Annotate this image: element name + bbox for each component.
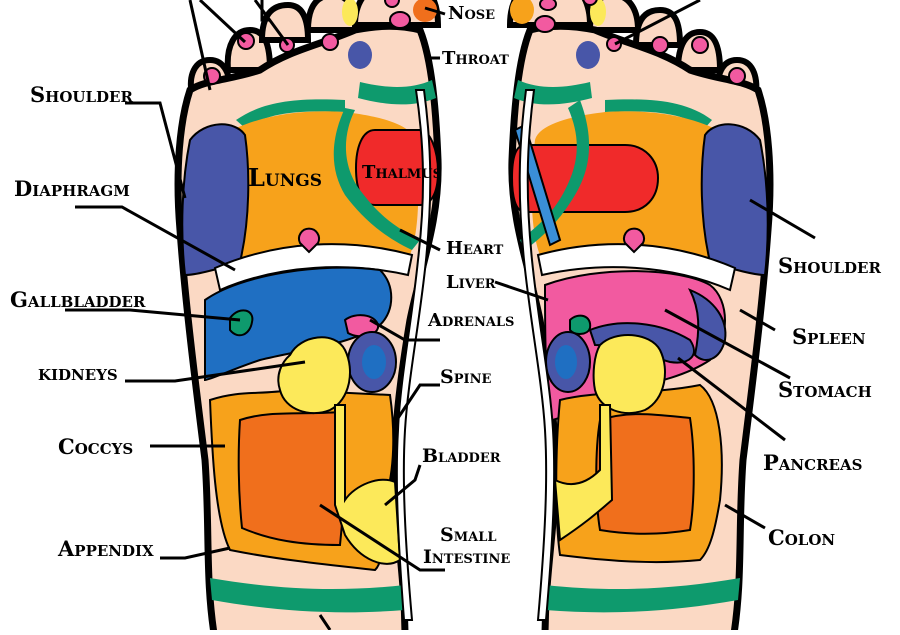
right-toe-yellow: [590, 0, 606, 26]
left-nose-orange: [413, 0, 437, 22]
label-liver: Liver: [446, 272, 496, 293]
label-pancreas: Pancreas: [763, 450, 863, 475]
right-thalmus-zone: [510, 144, 660, 213]
label-stomach: Stomach: [778, 377, 872, 402]
label-adrenals: Adrenals: [428, 310, 515, 331]
leader-small-intestine: [319, 503, 445, 572]
leader-appendix: [160, 546, 231, 560]
left-shoulder-green-arc: [236, 99, 345, 128]
leader-right-toe: [614, 0, 701, 46]
label-heart: Heart: [446, 238, 504, 259]
left-toe-dot-2: [237, 32, 255, 50]
left-foot: [174, 0, 442, 635]
left-throat-blue: [348, 41, 372, 69]
leader-heel: [318, 614, 332, 631]
leader-nose: [424, 6, 446, 16]
right-kidney-inner: [555, 345, 577, 379]
right-adrenal-zone: [569, 314, 592, 335]
right-ureter: [553, 404, 614, 542]
leader-spine: [396, 383, 440, 419]
right-toe-dot-5: [582, 0, 598, 6]
leader-stomach: [664, 308, 791, 380]
right-toe-dot-1: [606, 36, 622, 52]
right-heel-band: [545, 578, 740, 613]
left-toe-yellow: [342, 0, 358, 26]
right-kidney-yellow: [592, 333, 666, 415]
right-third-toe: [632, 6, 684, 48]
right-shoulder-zone: [700, 123, 769, 277]
right-spine-strip: [518, 89, 556, 621]
label-thalmus: Thalmus: [362, 162, 443, 183]
left-heel-band: [210, 578, 405, 613]
label-appendix: Appendix: [58, 536, 154, 561]
label-coccys: Coccys: [58, 434, 134, 459]
label-diaphragm: Diaphragm: [14, 176, 130, 201]
leader-toe-4: [260, 0, 270, 22]
label-lungs: Lungs: [248, 163, 323, 192]
left-diaphragm-pink: [298, 227, 320, 254]
label-small-intestine-line-2: Intestine: [423, 546, 511, 568]
leader-colon: [724, 503, 766, 530]
leader-adrenals: [369, 318, 440, 342]
left-shoulder-zone: [181, 123, 250, 277]
leader-lines: [65, 0, 816, 631]
right-nose-dot: [534, 15, 556, 33]
leader-liver: [494, 280, 549, 302]
label-small-intestine-line-1: Small: [440, 524, 497, 546]
right-diaphragm-pink: [623, 227, 645, 254]
left-nose-dot: [389, 11, 411, 29]
right-toe-dot-4: [728, 67, 746, 85]
label-shoulder-right: Shoulder: [778, 253, 881, 278]
right-diaphragm-band: [536, 243, 737, 292]
label-gallbladder: Gallbladder: [10, 287, 146, 312]
right-throat-blue: [576, 41, 600, 69]
leader-pancreas: [677, 356, 786, 442]
right-shoulder-green-arc: [605, 99, 712, 128]
label-shoulder-left: Shoulder: [30, 82, 133, 107]
label-kidneys: kidneys: [38, 360, 118, 385]
label-throat: Throat: [442, 48, 509, 69]
leader-toe-2: [198, 0, 247, 44]
leader-diaphragm: [75, 205, 236, 272]
left-small-intestine-zone: [237, 410, 345, 547]
right-foot: [506, 0, 774, 635]
leader-shoulder-right: [749, 198, 816, 240]
leader-bladder: [384, 464, 422, 507]
leader-kidneys: [125, 360, 306, 383]
label-spine: Spine: [440, 366, 492, 388]
label-spleen: Spleen: [792, 324, 866, 349]
left-spine-strip: [395, 89, 432, 621]
left-third-toe: [258, 1, 312, 43]
leader-heart: [399, 228, 441, 252]
leader-toe-1: [188, 0, 212, 91]
left-thalmus-zone: [354, 129, 440, 206]
label-nose: Nose: [448, 3, 496, 24]
right-nose-orange: [510, 0, 534, 24]
right-toe-dot-2: [651, 36, 669, 54]
left-kidney-inner: [362, 345, 386, 379]
right-spleen-zone: [687, 288, 727, 361]
right-nose-dot-2: [539, 0, 557, 11]
left-toe-dot-5: [384, 0, 400, 8]
leader-gallbladder: [65, 308, 241, 322]
leader-spleen: [739, 308, 776, 332]
label-bladder: Bladder: [422, 445, 501, 467]
label-colon: Colon: [768, 525, 836, 550]
left-kidney-yellow: [277, 336, 351, 415]
left-gallbladder-zone: [229, 309, 254, 337]
right-toe-dot-3: [691, 36, 709, 54]
leader-shoulder-left: [125, 101, 187, 199]
left-toe-dot-4: [321, 33, 339, 51]
